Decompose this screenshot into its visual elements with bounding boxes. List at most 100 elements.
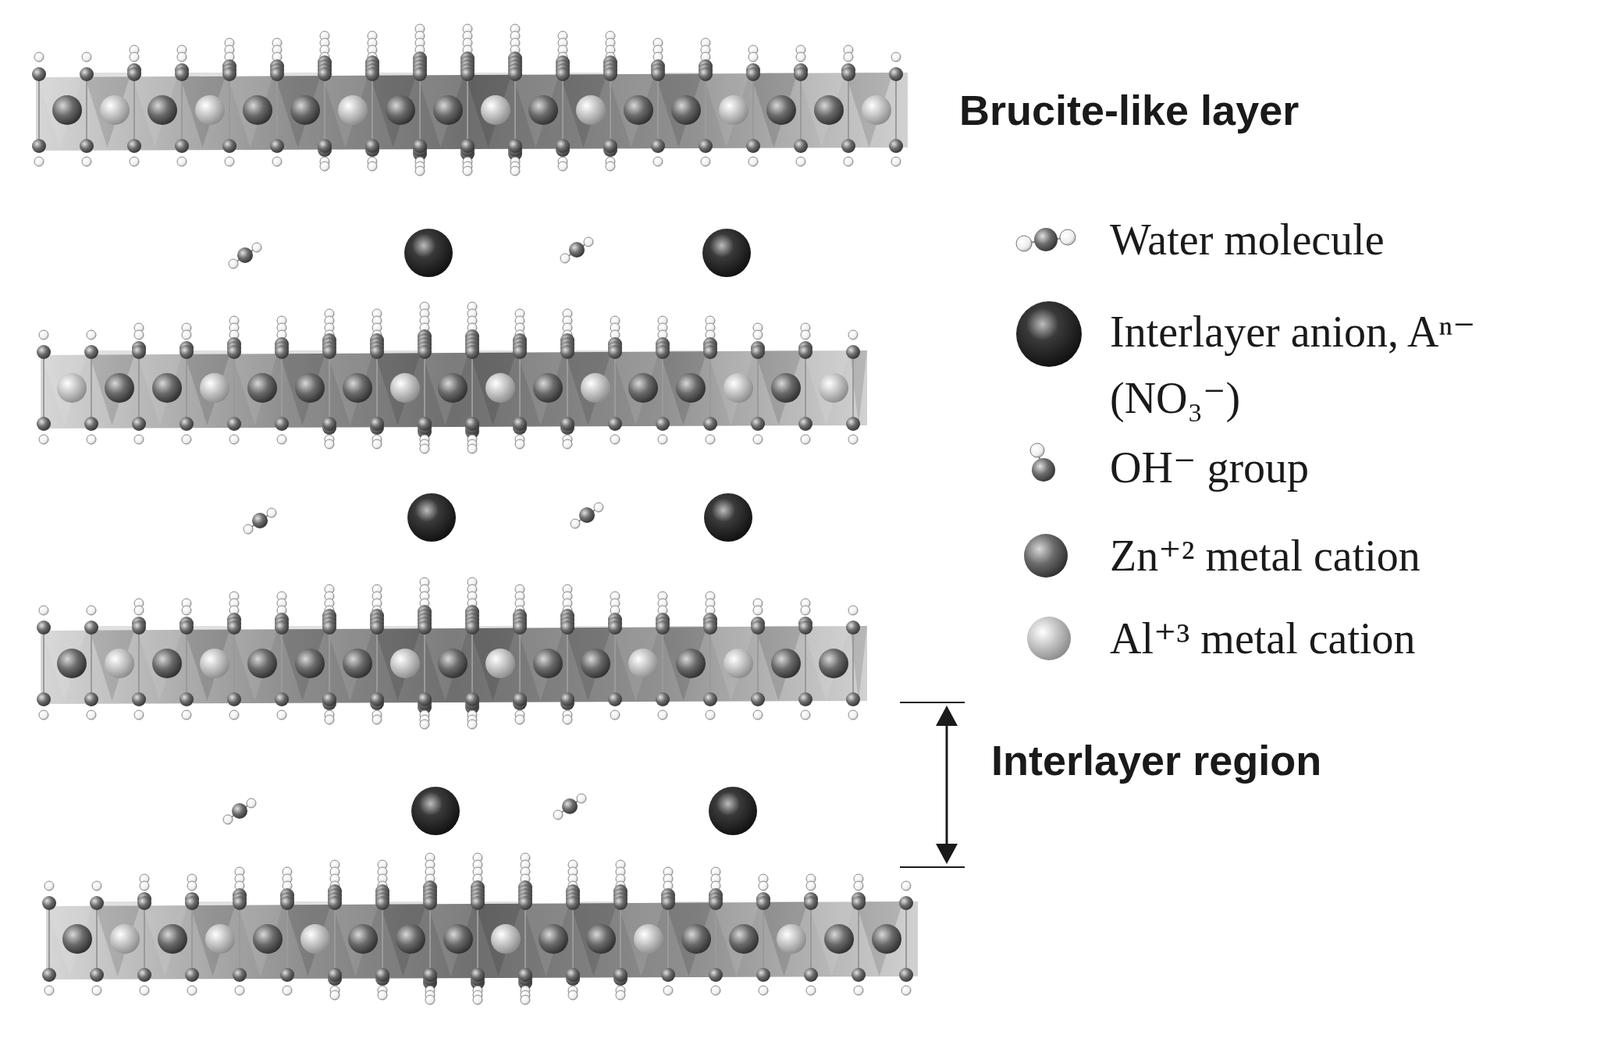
octahedron-face bbox=[131, 72, 179, 148]
hydrogen-atom bbox=[86, 605, 96, 616]
brucite-layer bbox=[32, 24, 908, 176]
oxygen-atom bbox=[252, 512, 268, 529]
bond-line bbox=[381, 904, 384, 974]
hydrogen-atom bbox=[848, 605, 858, 616]
oxygen-atom bbox=[703, 344, 718, 360]
hydrogen-atom bbox=[246, 798, 256, 808]
brucite-layer bbox=[42, 853, 918, 1005]
oxygen-atom bbox=[89, 896, 104, 911]
hydrogen-atom bbox=[663, 985, 673, 996]
bond-line bbox=[857, 904, 860, 974]
zn-cation bbox=[104, 373, 135, 403]
oxygen-atom bbox=[512, 344, 527, 360]
bond-line bbox=[714, 904, 717, 974]
hydrogen-atom bbox=[711, 985, 721, 996]
oxygen-atom bbox=[423, 967, 438, 982]
bond-line bbox=[96, 904, 98, 974]
oxygen-atom bbox=[470, 896, 485, 911]
bond-line bbox=[609, 75, 612, 145]
al-cation bbox=[1027, 616, 1071, 661]
oxygen-atom bbox=[1031, 458, 1056, 482]
octahedron-face bbox=[284, 901, 332, 977]
al-cation bbox=[776, 924, 807, 954]
nitrate-anion bbox=[704, 493, 753, 542]
bond-line bbox=[704, 75, 707, 145]
zn-cation bbox=[242, 95, 273, 125]
zn-cation bbox=[818, 648, 849, 679]
hydrogen-atom bbox=[1059, 229, 1076, 246]
bond-line bbox=[466, 75, 469, 145]
al-cation bbox=[576, 95, 606, 125]
zn-cation bbox=[443, 924, 473, 954]
bond-line bbox=[614, 353, 616, 423]
layer-slab bbox=[35, 72, 908, 151]
zn-cation bbox=[871, 924, 902, 954]
hydrogen-atom bbox=[324, 714, 335, 725]
octahedron-face bbox=[707, 625, 755, 701]
zn-cation bbox=[824, 924, 854, 954]
oxygen-atom bbox=[322, 344, 337, 360]
oxygen-atom bbox=[423, 896, 438, 911]
oxygen-atom bbox=[899, 896, 914, 911]
layer-slab bbox=[46, 901, 918, 980]
oxygen-atom bbox=[888, 138, 904, 153]
oxygen-atom bbox=[417, 692, 432, 707]
zn-cation bbox=[295, 373, 325, 403]
oxygen-atom bbox=[280, 896, 295, 911]
hydrogen-atom bbox=[282, 985, 292, 996]
bond-line bbox=[38, 75, 40, 145]
oxygen-atom bbox=[560, 620, 575, 635]
oxygen-atom bbox=[174, 138, 189, 153]
bond-line bbox=[376, 629, 378, 698]
bond-line bbox=[328, 353, 331, 423]
hydrogen-atom bbox=[187, 985, 197, 996]
octahedron-face bbox=[326, 350, 374, 426]
oxygen-atom bbox=[698, 138, 713, 153]
bracket-line bbox=[899, 866, 965, 868]
oxygen-atom bbox=[232, 896, 247, 911]
octahedron-face bbox=[273, 72, 322, 148]
octahedron-face bbox=[564, 350, 612, 426]
zn-cation bbox=[157, 924, 188, 954]
bond-line bbox=[667, 904, 669, 974]
bond-line bbox=[423, 353, 426, 423]
zn-cation bbox=[728, 924, 759, 954]
zn-cation bbox=[295, 648, 325, 679]
region-label: Brucite-like layer bbox=[959, 85, 1299, 136]
zn-cation bbox=[675, 373, 706, 403]
oxygen-atom bbox=[508, 138, 523, 153]
hydrogen-atom bbox=[372, 714, 382, 725]
al-cation bbox=[718, 95, 749, 125]
hydrogen-atom bbox=[796, 156, 806, 167]
al-cation bbox=[199, 373, 230, 403]
octahedron-face bbox=[807, 901, 856, 977]
oxygen-atom bbox=[317, 138, 332, 153]
hydrogen-atom bbox=[568, 990, 578, 1000]
zn-cation bbox=[342, 373, 373, 403]
oxygen-atom bbox=[184, 896, 200, 911]
hydrogen-atom bbox=[843, 52, 854, 62]
oxygen-atom bbox=[79, 138, 94, 153]
bond-line bbox=[280, 353, 283, 423]
al-cation bbox=[861, 95, 892, 125]
hydrogen-atom bbox=[324, 439, 335, 449]
oxygen-atom bbox=[518, 967, 533, 982]
hydrogen-atom bbox=[181, 605, 192, 616]
oxygen-atom bbox=[84, 416, 99, 431]
octahedron-face bbox=[611, 625, 660, 701]
hydrogen-atom bbox=[515, 439, 525, 449]
hydrogen-atom bbox=[177, 52, 187, 62]
oxygen-atom bbox=[369, 344, 384, 360]
oxygen-atom bbox=[851, 896, 866, 911]
octahedron-face bbox=[416, 72, 465, 148]
zn-cation bbox=[147, 95, 178, 125]
octahedron-face bbox=[188, 901, 237, 977]
hydrogen-atom bbox=[377, 990, 388, 1000]
al-cation bbox=[633, 924, 664, 954]
oxygen-atom bbox=[127, 67, 142, 82]
bond-line bbox=[810, 904, 812, 974]
octahedron-face bbox=[183, 625, 232, 701]
oxygen-atom bbox=[317, 67, 332, 82]
hydrogen-atom bbox=[187, 881, 197, 891]
octahedron-face bbox=[236, 901, 285, 977]
